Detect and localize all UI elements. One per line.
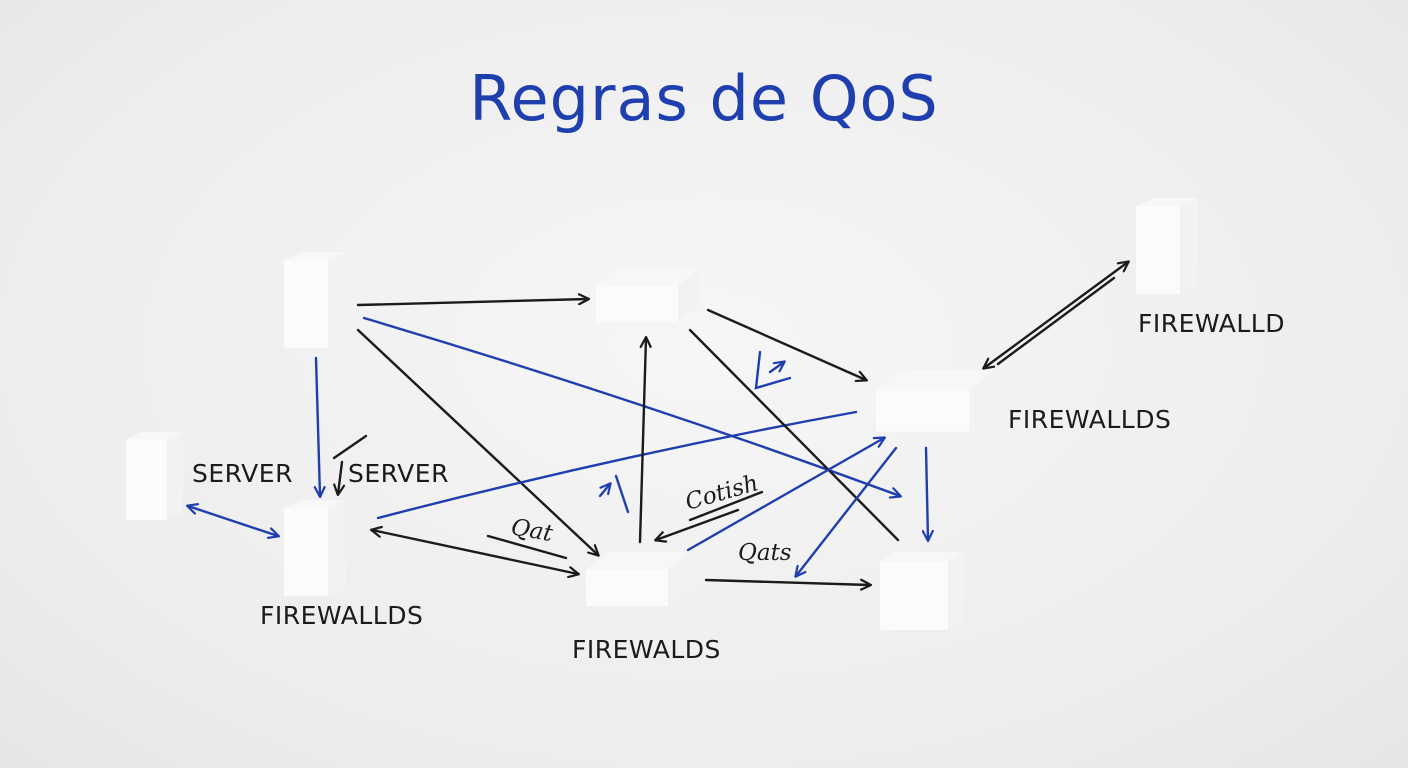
page-title: Regras de QoS bbox=[469, 62, 939, 135]
blue-tick-upper bbox=[754, 350, 792, 390]
cotish-pointer bbox=[656, 508, 740, 540]
link-firewallds-to-switch-right bbox=[376, 410, 858, 520]
link-server-label-arrow bbox=[338, 460, 342, 494]
link-switch-bottom-to-storage bbox=[704, 580, 870, 585]
blue-tick-lower bbox=[614, 474, 630, 514]
label-server-center: SERVER bbox=[348, 459, 449, 488]
link-far-server-to-firewallds bbox=[188, 506, 278, 536]
server-tower-icon bbox=[126, 432, 184, 521]
server-label-tick bbox=[332, 434, 368, 460]
link-server-to-firewallds bbox=[316, 356, 320, 496]
storage-box-icon bbox=[880, 552, 964, 630]
label-firewallds-right: FIREWALLDS bbox=[1008, 405, 1171, 434]
link-switch-bottom-to-switch-top bbox=[638, 338, 646, 544]
link-switch-right-to-qats bbox=[796, 446, 898, 576]
link-server-to-switch-bottom bbox=[356, 328, 598, 555]
link-switch-bottom-to-switch-right bbox=[686, 438, 884, 552]
qat-underline bbox=[486, 534, 568, 560]
link-server-to-switch-top bbox=[356, 299, 588, 307]
server-tower-icon bbox=[1136, 198, 1198, 294]
link-firewallds-to-switch-bottom bbox=[372, 530, 578, 574]
network-switch-icon bbox=[876, 370, 995, 432]
note-cotish: Cotish bbox=[682, 470, 761, 516]
blue-tick-lower-arrow bbox=[598, 484, 610, 498]
label-firewalds-bottom: FIREWALDS bbox=[572, 635, 721, 664]
network-switch-icon bbox=[596, 268, 700, 322]
note-qat: Qat bbox=[509, 514, 555, 547]
blue-tick-upper-arrow bbox=[768, 362, 784, 374]
link-switch-top-to-switch-right bbox=[706, 308, 866, 380]
network-switch-icon bbox=[586, 552, 690, 606]
label-server-left: SERVER bbox=[192, 459, 293, 488]
cotish-underline bbox=[688, 490, 764, 522]
server-tower-icon bbox=[284, 500, 346, 596]
connection-lines bbox=[188, 262, 1128, 585]
label-firewallds-left: FIREWALLDS bbox=[260, 601, 423, 630]
link-switch-right-to-storage bbox=[926, 446, 928, 540]
link-double-line bbox=[996, 276, 1116, 366]
link-switch-right-to-server-top-right bbox=[984, 262, 1128, 368]
server-tower-icon bbox=[284, 252, 346, 348]
note-qats: Qats bbox=[738, 540, 792, 566]
link-switch-top-to-storage bbox=[688, 328, 900, 542]
label-firewalld-top-right: FIREWALLD bbox=[1138, 309, 1285, 338]
